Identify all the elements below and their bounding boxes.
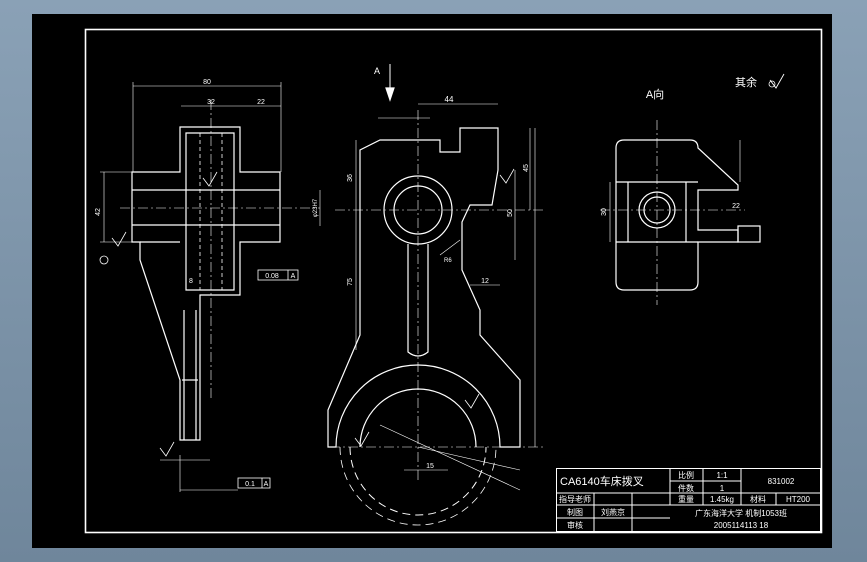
drawing-number: 831002	[768, 477, 795, 486]
tolerance-value-2: 0.1	[245, 481, 255, 488]
dim-45: 45	[523, 164, 530, 172]
weight-label: 重量	[678, 494, 694, 504]
hole-fit-dim: φ23H7	[313, 198, 319, 217]
part-name: CA6140车床拨叉	[560, 474, 644, 488]
tolerance-ref-2: A	[264, 481, 269, 488]
dim-15: 15	[426, 463, 434, 470]
ratio-label: 比例	[678, 470, 694, 480]
view-a	[600, 73, 785, 305]
dim-80: 80	[203, 79, 211, 86]
drawing-border	[84, 28, 823, 534]
view-a-arrow-label: A	[374, 66, 380, 76]
dim-8: 8	[189, 278, 193, 285]
dim-22: 22	[257, 99, 265, 106]
drawer-name: 刘燕京	[601, 507, 625, 517]
left-view	[99, 82, 321, 492]
count-value: 1	[720, 484, 725, 493]
view-a-title: A向	[646, 87, 664, 101]
front-view	[327, 64, 545, 526]
remaining-roughness-label: 其余	[735, 75, 757, 89]
tolerance-ref-1: A	[291, 273, 296, 280]
title-block	[556, 468, 821, 532]
review-label: 审核	[567, 520, 583, 530]
tolerance-value-1: 0.08	[265, 273, 279, 280]
dim-32: 32	[207, 99, 215, 106]
dim-22b: 22	[732, 203, 740, 210]
material-value: HT200	[786, 495, 811, 504]
dim-75: 75	[347, 278, 354, 286]
dim-44: 44	[445, 95, 454, 104]
dim-12: 12	[481, 278, 489, 285]
student-id: 2005114113 18	[714, 521, 769, 530]
dim-42: 42	[95, 208, 102, 216]
dim-30: 30	[601, 208, 608, 216]
draw-label: 制图	[567, 507, 583, 517]
material-label: 材料	[750, 494, 766, 504]
teacher-label: 指导老师	[559, 494, 591, 504]
drawing-sheet	[32, 14, 832, 548]
radius-dim: R6	[444, 258, 452, 264]
count-label: 件数	[678, 483, 694, 493]
dim-50: 50	[507, 209, 514, 217]
dim-36: 36	[347, 174, 354, 182]
weight-value: 1.45kg	[710, 495, 734, 504]
ratio-value: 1:1	[716, 471, 728, 480]
school-class: 广东海洋大学 机制1053班	[695, 508, 787, 518]
